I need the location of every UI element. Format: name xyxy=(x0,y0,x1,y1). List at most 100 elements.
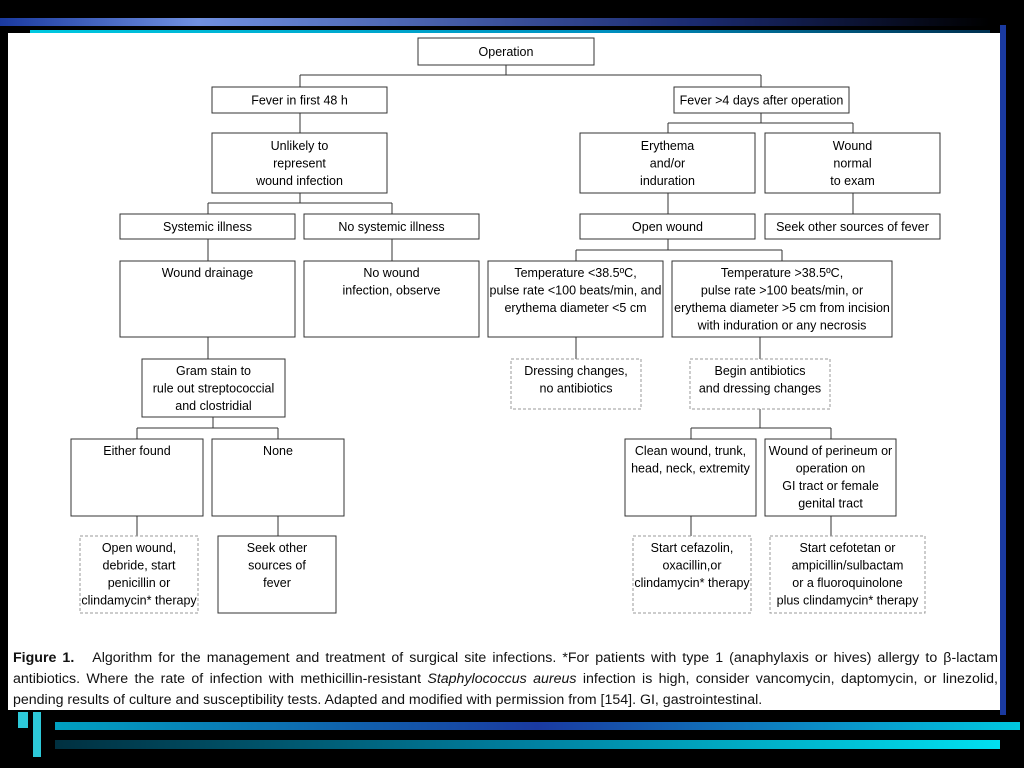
node-operation-box xyxy=(417,37,595,66)
node-wound-drainage-box xyxy=(119,260,296,338)
node-erythema-induration-text-line: induration xyxy=(640,174,695,188)
node-wound-perineum-text-line: GI tract or female xyxy=(782,479,879,493)
node-wound-perineum: Wound of perineum or operation on GI tract… xyxy=(764,438,897,517)
node-temperature-high: Temperature >38.5ºC, pulse rate >100 beat… xyxy=(671,260,893,338)
bottom-left-decor-bar xyxy=(33,712,41,757)
bottom-left-decor-square xyxy=(18,712,28,728)
node-open-wound-debride-text-line: debride, start xyxy=(103,559,176,573)
node-systemic-illness-box xyxy=(119,213,296,240)
node-unlikely-wound-infection-text-line: wound infection xyxy=(255,174,343,188)
node-start-cefotetan-text-line: Start cefotetan or xyxy=(800,541,896,555)
top-decor-bar xyxy=(0,18,990,26)
node-seek-other-sources-1-box xyxy=(764,213,941,240)
node-temperature-high-text-line: erythema diameter >5 cm from incision xyxy=(674,301,890,315)
caption-text-before: Algorithm for the management and treatme… xyxy=(13,650,998,687)
node-none-box xyxy=(211,438,345,517)
node-either-found: Either found xyxy=(70,438,204,517)
node-open-wound-debride-box xyxy=(79,535,199,614)
node-seek-other-sources-1-text-line: Seek other sources of fever xyxy=(776,220,929,234)
node-begin-antibiotics-text-line: and dressing changes xyxy=(699,382,821,396)
node-begin-antibiotics-text-line: Begin antibiotics xyxy=(714,364,805,378)
node-no-wound-infection-text-line: No wound xyxy=(363,266,419,280)
node-seek-other-sources-1: Seek other sources of fever xyxy=(764,213,941,240)
node-open-wound-debride-text-line: Open wound, xyxy=(102,541,176,555)
node-seek-other-sources-2-text-line: Seek other xyxy=(247,541,307,555)
right-decor-bar xyxy=(1000,25,1006,715)
node-unlikely-wound-infection-text-line: represent xyxy=(273,157,326,171)
node-start-cefazolin-text-line: oxacillin,or xyxy=(662,559,721,573)
node-wound-normal-text-line: Wound xyxy=(833,139,872,153)
node-start-cefotetan-box xyxy=(769,535,926,614)
node-dressing-changes-text-line: no antibiotics xyxy=(540,382,613,396)
node-wound-perineum-text-line: genital tract xyxy=(798,497,863,511)
node-no-systemic-illness: No systemic illness xyxy=(303,213,480,240)
node-gram-stain-text-line: and clostridial xyxy=(175,399,251,413)
node-temperature-low-text-line: pulse rate <100 beats/min, and xyxy=(490,284,662,298)
node-fever-first-48h-text-line: Fever in first 48 h xyxy=(251,94,348,108)
node-no-wound-infection-box xyxy=(303,260,480,338)
node-start-cefotetan: Start cefotetan or ampicillin/sulbactam or… xyxy=(769,535,926,614)
caption-text-after: infection is high, consider vancomycin, … xyxy=(13,671,998,708)
figure-caption: Figure 1.Algorithm for the management an… xyxy=(13,648,998,711)
node-open-wound-text-line: Open wound xyxy=(632,220,703,234)
node-wound-normal-box xyxy=(764,132,941,194)
node-wound-perineum-text-line: Wound of perineum or xyxy=(769,444,892,458)
node-fever-4-days-text-line: Fever >4 days after operation xyxy=(680,94,844,108)
node-start-cefazolin-text-line: clindamycin* therapy xyxy=(634,576,750,590)
node-unlikely-wound-infection: Unlikely to represent wound infection xyxy=(211,132,388,194)
node-erythema-induration: Erythema and/or induration xyxy=(579,132,756,194)
node-fever-first-48h: Fever in first 48 h xyxy=(211,86,388,114)
node-gram-stain-text-line: Gram stain to xyxy=(176,364,251,378)
node-temperature-high-text-line: with induration or any necrosis xyxy=(697,319,867,333)
caption-label: Figure 1. xyxy=(13,650,75,666)
node-dressing-changes-text-line: Dressing changes, xyxy=(524,364,628,378)
node-erythema-induration-text-line: and/or xyxy=(650,157,685,171)
top-decor-line xyxy=(30,30,990,33)
node-open-wound-debride-text-line: penicillin or xyxy=(108,576,171,590)
bottom-decor-bar-1 xyxy=(55,722,1020,730)
caption-italic-species: Staphylococcus aureus xyxy=(427,671,577,687)
node-seek-other-sources-2-text-line: sources of xyxy=(248,559,306,573)
node-no-systemic-illness-text-line: No systemic illness xyxy=(338,220,444,234)
node-begin-antibiotics: Begin antibiotics and dressing changes xyxy=(689,358,831,410)
node-temperature-high-text-line: pulse rate >100 beats/min, or xyxy=(701,284,863,298)
node-erythema-induration-box xyxy=(579,132,756,194)
node-operation-text-line: Operation xyxy=(479,45,534,59)
node-start-cefazolin-text-line: Start cefazolin, xyxy=(651,541,734,555)
node-seek-other-sources-2-box xyxy=(217,535,337,614)
node-wound-perineum-box xyxy=(764,438,897,517)
node-clean-wound-text-line: Clean wound, trunk, xyxy=(635,444,746,458)
node-temperature-high-box xyxy=(671,260,893,338)
node-temperature-low-box xyxy=(487,260,664,338)
node-begin-antibiotics-box xyxy=(689,358,831,410)
node-none-text-line: None xyxy=(263,444,293,458)
node-no-wound-infection-text-line: infection, observe xyxy=(343,284,441,298)
node-either-found-text-line: Either found xyxy=(103,444,170,458)
node-seek-other-sources-2-text-line: fever xyxy=(263,576,291,590)
node-open-wound-box xyxy=(579,213,756,240)
node-fever-first-48h-box xyxy=(211,86,388,114)
node-temperature-low-text-line: Temperature <38.5ºC, xyxy=(514,266,636,280)
node-unlikely-wound-infection-text-line: Unlikely to xyxy=(271,139,329,153)
node-start-cefazolin: Start cefazolin, oxacillin,or clindamycin*… xyxy=(632,535,752,614)
node-none: None xyxy=(211,438,345,517)
node-wound-normal-text-line: normal xyxy=(833,157,871,171)
node-wound-perineum-text-line: operation on xyxy=(796,462,866,476)
node-seek-other-sources-2: Seek other sources of fever xyxy=(217,535,337,614)
node-fever-4-days: Fever >4 days after operation xyxy=(673,86,850,114)
node-unlikely-wound-infection-box xyxy=(211,132,388,194)
node-either-found-box xyxy=(70,438,204,517)
node-dressing-changes-box xyxy=(510,358,642,410)
node-temperature-high-text-line: Temperature >38.5ºC, xyxy=(721,266,843,280)
node-clean-wound-box xyxy=(624,438,757,517)
node-start-cefotetan-text-line: or a fluoroquinolone xyxy=(792,576,903,590)
node-dressing-changes: Dressing changes, no antibiotics xyxy=(510,358,642,410)
node-erythema-induration-text-line: Erythema xyxy=(641,139,695,153)
node-start-cefotetan-text-line: ampicillin/sulbactam xyxy=(792,559,904,573)
